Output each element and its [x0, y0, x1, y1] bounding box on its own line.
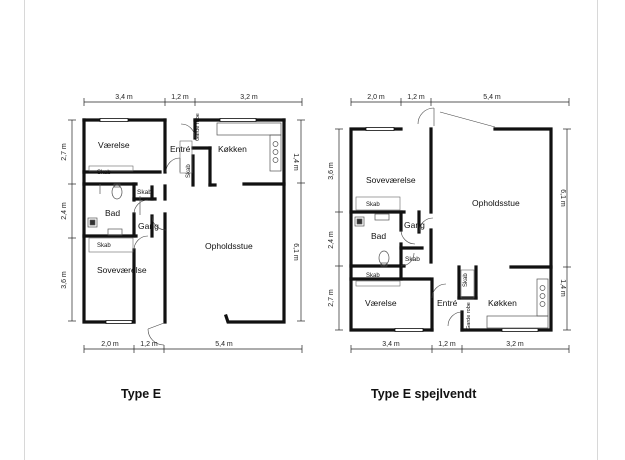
room-label-bad: Bad — [371, 231, 386, 241]
dim-left-2: 2,4 m — [61, 202, 68, 220]
windows — [99, 118, 257, 324]
room-label-skab-entre: Skab — [463, 273, 469, 287]
dim-left-3: 2,7 m — [328, 289, 335, 307]
room-label-entre: Entré — [437, 298, 458, 308]
dim-bottom-3: 3,2 m — [506, 341, 524, 348]
dim-top-1: 2,0 m — [367, 94, 385, 101]
room-label-skab-sove: Skab — [366, 202, 380, 208]
kitchen-counters — [486, 278, 549, 329]
room-label-skab-vaerelse: Skab — [366, 273, 380, 279]
walls — [349, 127, 553, 332]
caption-type-e: Type E — [121, 387, 162, 401]
dim-top-3: 5,4 m — [483, 94, 501, 101]
room-label-gang: Gang — [138, 221, 159, 231]
cupboards — [355, 196, 475, 299]
dim-left-3: 3,6 m — [61, 271, 68, 289]
room-label-skab-bad: Skab — [137, 189, 152, 196]
dim-right-1: 6,1 m — [559, 189, 566, 207]
room-label-skab-bad: Skab — [405, 256, 420, 263]
dim-top-2: 1,2 m — [171, 94, 189, 101]
room-label-koekken: Køkken — [218, 144, 247, 154]
dim-right-2: 1,4 m — [559, 279, 566, 297]
plan-type-e-mirrored: 2,0 m 1,2 m 5,4 m 3,4 m 1,2 m 3,2 m 3,6 … — [328, 94, 571, 353]
dim-top-2: 1,2 m — [407, 94, 425, 101]
dim-top-1: 3,4 m — [115, 94, 133, 101]
room-label-bad: Bad — [105, 208, 120, 218]
room-labels: Soveværelse Skab Opholdsstue Bad Gang Sk… — [365, 175, 520, 330]
dimension-labels: 3,4 m 1,2 m 3,2 m 2,0 m 1,2 m 5,4 m 2,7 … — [61, 94, 299, 348]
room-labels: Værelse Entré Garde robe Køkken Skab Ska… — [97, 113, 253, 275]
room-label-garderobe: Garde robe — [466, 302, 472, 330]
dim-left-1: 2,7 m — [61, 143, 68, 161]
dim-bottom-1: 3,4 m — [382, 341, 400, 348]
plan-type-e: 3,4 m 1,2 m 3,2 m 2,0 m 1,2 m 5,4 m 2,7 … — [61, 94, 305, 353]
door-swings — [400, 107, 496, 327]
room-label-garderobe: Garde robe — [195, 113, 201, 141]
room-label-gang: Gang — [404, 220, 425, 230]
windows — [365, 127, 539, 332]
dimension-lines — [335, 98, 571, 353]
kitchen-counters — [216, 122, 282, 172]
dim-left-1: 3,6 m — [328, 162, 335, 180]
dim-right-2: 6,1 m — [292, 243, 299, 261]
bathroom-fixtures — [87, 183, 141, 236]
door-swings — [133, 123, 196, 346]
room-label-vaerelse: Værelse — [98, 140, 130, 150]
room-label-skab-sove: Skab — [97, 243, 111, 249]
room-label-entre: Entré — [170, 144, 191, 154]
room-label-ophold: Opholdsstue — [472, 198, 520, 208]
dim-bottom-2: 1,2 m — [438, 341, 456, 348]
dimension-lines — [68, 98, 305, 353]
frame-line-left — [24, 0, 25, 460]
room-label-skab-entre: Skab — [186, 164, 192, 178]
frame-line-right — [597, 0, 598, 460]
room-label-skab-vaerelse: Skab — [97, 170, 111, 176]
room-label-sove: Soveværelse — [366, 175, 416, 185]
room-label-ophold: Opholdsstue — [205, 241, 253, 251]
dim-bottom-3: 5,4 m — [215, 341, 233, 348]
dim-left-2: 2,4 m — [328, 231, 335, 249]
dim-bottom-1: 2,0 m — [101, 341, 119, 348]
dim-right-1: 1,4 m — [292, 153, 299, 171]
dimension-labels: 2,0 m 1,2 m 5,4 m 3,4 m 1,2 m 3,2 m 3,6 … — [328, 94, 566, 348]
room-label-vaerelse: Værelse — [365, 298, 397, 308]
dim-bottom-2: 1,2 m — [140, 341, 158, 348]
dim-top-3: 3,2 m — [240, 94, 258, 101]
room-label-koekken: Køkken — [488, 298, 517, 308]
room-label-sove: Soveværelse — [97, 265, 147, 275]
cupboards — [88, 140, 193, 253]
bathroom-fixtures — [354, 213, 390, 267]
caption-type-e-mirrored: Type E spejlvendt — [371, 387, 477, 401]
